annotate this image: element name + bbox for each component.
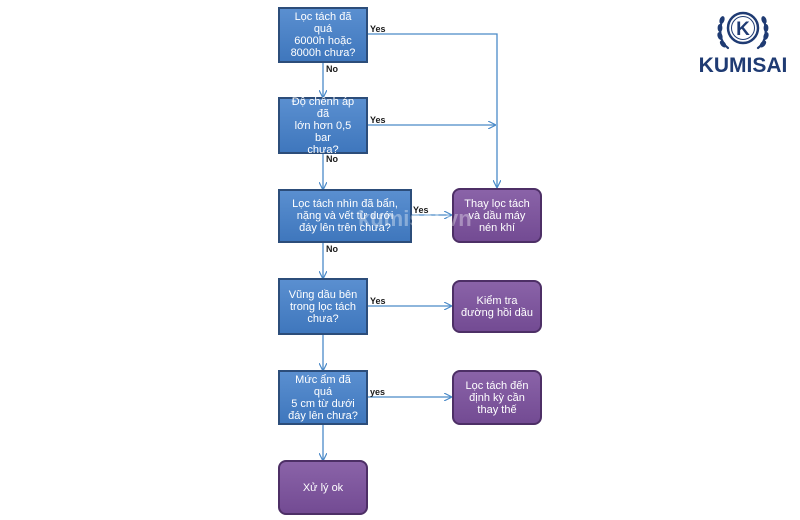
decision-node-1: Lọc tách đã quá 6000h hoặc 8000h chưa? [278,7,368,63]
laurel-emblem-icon: K [717,11,769,50]
edge-label-d5-yes: yes [370,387,386,397]
action-node-check-return-line: Kiểm tra đường hồi dầu [452,280,542,333]
action-node-ok: Xử lý ok [278,460,368,515]
edge-label-d1-no: No [326,64,338,74]
edge-label-d3-no: No [326,244,338,254]
decision-node-3: Lọc tách nhìn đã bẩn, nặng và vết từ dướ… [278,189,412,243]
edge-label-d2-yes: Yes [370,115,386,125]
decision-node-2: Độ chênh áp đã lớn hơn 0,5 bar chưa? [278,96,368,156]
action-node-periodic-replace: Lọc tách đến định kỳ cần thay thế [452,370,542,425]
brand-name: KUMISAI [698,54,788,77]
connector-d1-yes [368,33,497,187]
decision-node-5: Mức ẩm đã quá 5 cm từ dưới đáy lên chưa? [278,370,368,425]
action-node-replace: Thay lọc tách và dầu máy nén khí [452,188,542,243]
edge-label-d4-yes: Yes [370,296,386,306]
edge-label-d3-yes: Yes [413,205,429,215]
edge-label-d2-no: No [326,154,338,164]
brand-logo: K KUMISAI [690,6,796,78]
emblem-letter: K [736,19,750,40]
decision-node-4: Vũng dầu bên trong lọc tách chưa? [278,278,368,335]
edge-label-d1-yes: Yes [370,24,386,34]
watermark: kumisai.vn [358,206,472,231]
